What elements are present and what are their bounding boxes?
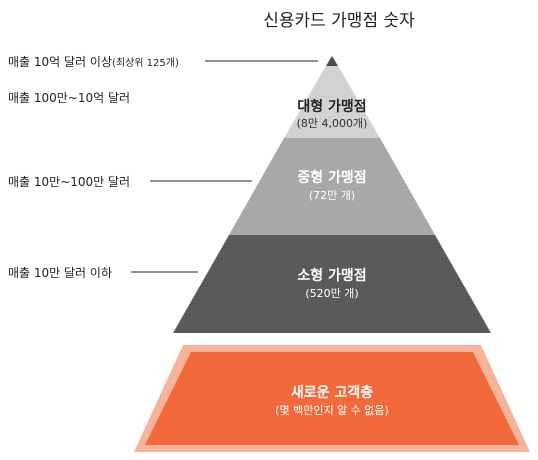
pyramid-apex: [326, 56, 338, 66]
tier-small-name: 소형 가맹점: [297, 268, 367, 284]
left-label-1: 매출 10억 달러 이상(최상위 125개): [8, 53, 179, 70]
left-label-4-text: 매출 10만 달러 이하: [8, 266, 112, 280]
left-label-3: 매출 10만~100만 달러: [8, 173, 130, 190]
left-label-1-note: (최상위 125개): [112, 58, 179, 69]
tier-medium-count: (72만 개): [308, 189, 356, 202]
left-label-2: 매출 100만~10억 달러: [8, 89, 130, 106]
left-label-3-text: 매출 10만~100만 달러: [8, 175, 131, 189]
left-label-4: 매출 10만 달러 이하: [8, 264, 112, 281]
diagram-title: 신용카드 가맹점 숫자: [263, 11, 415, 31]
pyramid-tier-medium: [229, 138, 435, 235]
pyramid-tier-small: [173, 235, 491, 333]
new-segment-fill: [145, 352, 519, 445]
new-segment-name: 새로운 고객층: [290, 385, 374, 401]
pyramid-tier-large: [284, 66, 380, 138]
left-label-1-text: 매출 10억 달러 이상: [8, 55, 112, 69]
tier-large-count: (8만 4,000개): [296, 117, 368, 130]
left-label-2-text: 매출 100만~10억 달러: [8, 91, 131, 105]
new-segment-note: (몇 백만인지 알 수 없음): [275, 404, 389, 417]
tier-small-count: (520만 개): [305, 287, 359, 300]
tier-large-name: 대형 가맹점: [297, 99, 367, 115]
tier-medium-name: 중형 가맹점: [297, 170, 367, 186]
